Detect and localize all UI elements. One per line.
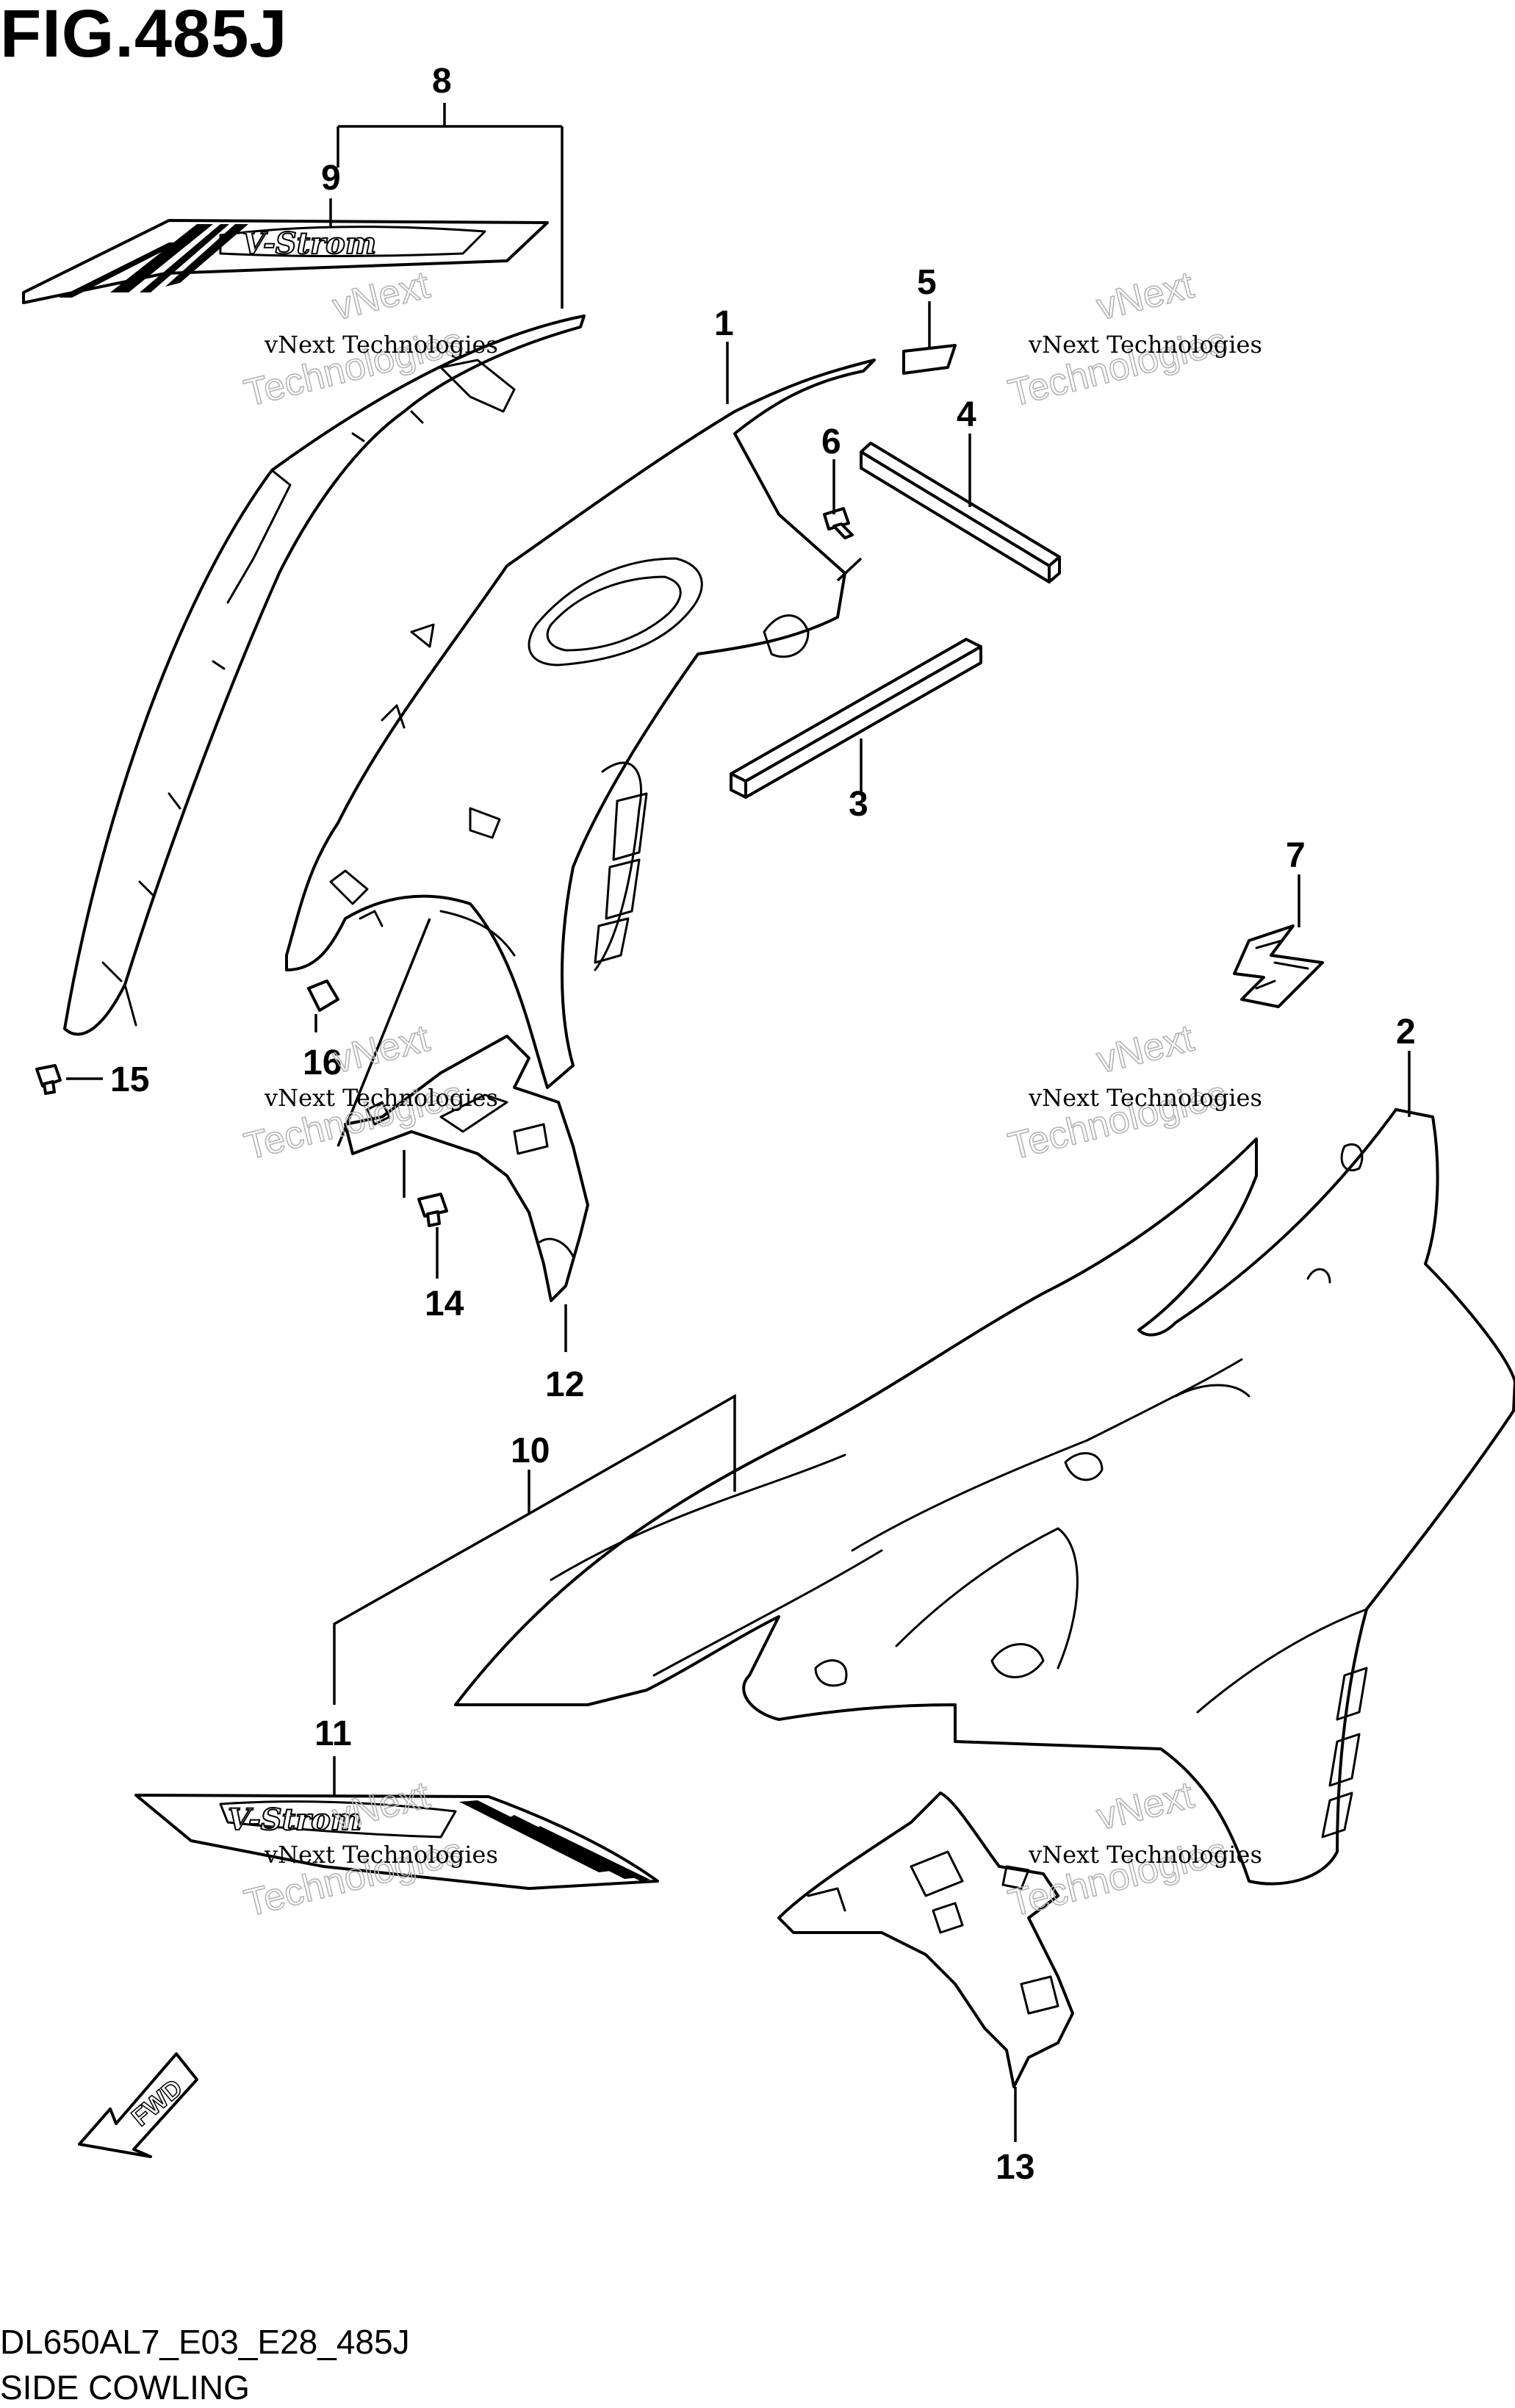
figure-title: FIG.485J	[0, 0, 288, 71]
callout-4: 4	[957, 395, 976, 434]
callout-8: 8	[432, 62, 452, 101]
svg-text:vNext Technologies: vNext Technologies	[264, 1841, 498, 1869]
part-13-lower-bracket[interactable]	[777, 1791, 1074, 2088]
part-16-clip[interactable]	[307, 980, 339, 1012]
callout-5: 5	[917, 263, 937, 302]
svg-text:vNext Technologies: vNext Technologies	[1028, 1084, 1262, 1112]
upper-decal-text: V-Strom	[242, 226, 376, 261]
part-4-foam-strip[interactable]	[860, 442, 1061, 583]
watermark: Technologies vNext vNext Technologies	[1004, 263, 1262, 416]
svg-text:vNext: vNext	[328, 1017, 434, 1082]
svg-text:vNext: vNext	[1093, 1774, 1198, 1839]
callout-11: 11	[314, 1714, 352, 1753]
part-9-upper-decal[interactable]: V-Strom	[22, 219, 549, 304]
callout-12: 12	[545, 1365, 584, 1404]
part-6-bolt[interactable]	[823, 507, 854, 539]
figure-code: DL650AL7_E03_E28_485J	[0, 2323, 410, 2361]
callout-1: 1	[714, 304, 734, 343]
svg-text:vNext Technologies: vNext Technologies	[264, 1084, 498, 1112]
part-2-side-cowling-outer[interactable]	[454, 1108, 1515, 1886]
figure-name: SIDE COWLING	[0, 2368, 250, 2407]
svg-text:vNext: vNext	[1093, 1017, 1198, 1082]
svg-text:vNext Technologies: vNext Technologies	[1028, 331, 1262, 359]
callout-15: 15	[110, 1060, 149, 1099]
callout-6: 6	[821, 423, 841, 461]
watermarks: Technologies vNext vNext Technologies Te…	[240, 263, 1262, 1926]
part-12-bracket[interactable]	[344, 1035, 589, 1302]
watermark: Technologies vNext vNext Technologies	[240, 263, 498, 416]
part-14-screw[interactable]	[417, 1193, 448, 1227]
svg-text:vNext: vNext	[1093, 264, 1198, 329]
callout-14: 14	[425, 1284, 464, 1323]
callout-16: 16	[303, 1043, 342, 1082]
leader-lines	[66, 103, 1411, 2142]
fwd-arrow: FWD	[78, 2052, 198, 2158]
svg-text:vNext: vNext	[328, 264, 434, 329]
lower-decal-text: V-Strom	[228, 1803, 361, 1837]
callout-3: 3	[849, 785, 868, 824]
callout-13: 13	[996, 2148, 1034, 2187]
callout-numbers: 8 9 1 5 4 6 3 7 2 16 15 14 12 10 11 13	[110, 62, 1416, 2187]
part-7-emblem[interactable]	[1233, 924, 1324, 1008]
part-11-lower-decal[interactable]: V-Strom	[134, 1794, 659, 1890]
part-8-upper-trim[interactable]	[63, 315, 586, 1036]
callout-10: 10	[511, 1431, 550, 1470]
part-3-foam-strip[interactable]	[730, 638, 982, 799]
callout-9: 9	[321, 159, 341, 198]
part-1-side-cowling-inner[interactable]	[285, 359, 876, 1089]
callout-2: 2	[1396, 1013, 1416, 1052]
watermark: Technologies vNext vNext Technologies	[1004, 1016, 1262, 1169]
part-15-screw[interactable]	[35, 1064, 62, 1095]
svg-text:vNext Technologies: vNext Technologies	[264, 331, 498, 359]
callout-7: 7	[1286, 836, 1306, 875]
svg-text:vNext Technologies: vNext Technologies	[1028, 1841, 1262, 1869]
part-5-pad[interactable]	[902, 344, 957, 375]
